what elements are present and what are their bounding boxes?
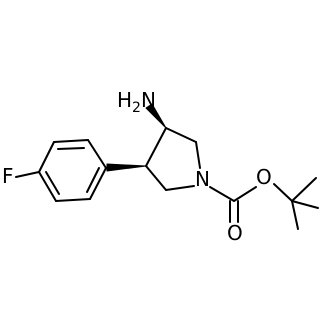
bond-c3-c2 xyxy=(165,127,197,143)
fluorine-label: F xyxy=(2,164,14,188)
bond-c5-c4 xyxy=(145,165,167,191)
bond-phenyl-c5-c6 xyxy=(55,198,91,202)
wedge-bond-c4-phenyl xyxy=(106,163,147,172)
bond-tbu-methyl-down xyxy=(291,200,299,230)
bond-phenyl-c3-c4 xyxy=(38,141,55,173)
bond-phenyl-c4-c5 xyxy=(38,171,57,202)
amine-h-label: H xyxy=(117,88,132,112)
bond-phenyl-c2-c3 xyxy=(53,139,89,143)
bond-n1-c5 xyxy=(165,185,195,191)
amine-subscript-label: 2 xyxy=(132,100,141,116)
bond-n1-carbonyl-c xyxy=(209,186,235,202)
bond-tbu-methyl-right xyxy=(291,200,319,209)
bond-c2-n1 xyxy=(195,141,201,169)
bond-c4-c3 xyxy=(145,127,167,167)
bond-carbonyl-c-ester-o xyxy=(233,186,257,202)
amine-n-label: N xyxy=(141,88,156,112)
ring-nitrogen-label: N xyxy=(195,167,210,191)
bond-phenyl-inner-2 xyxy=(45,171,60,195)
wedge-bond-c3-amine xyxy=(145,103,167,129)
bond-phenyl-inner-3 xyxy=(86,167,100,193)
bond-tbu-methyl-up xyxy=(291,177,317,202)
bond-phenyl-c1-c2 xyxy=(87,139,107,169)
carbonyl-oxygen-label: O xyxy=(227,221,243,245)
bond-phenyl-c6-c1 xyxy=(89,167,107,200)
bond-c4-fluorine xyxy=(15,171,40,178)
bond-ester-o-quaternary-c xyxy=(273,183,293,202)
ester-oxygen-label: O xyxy=(256,165,272,189)
bond-phenyl-inner-1 xyxy=(57,147,85,150)
